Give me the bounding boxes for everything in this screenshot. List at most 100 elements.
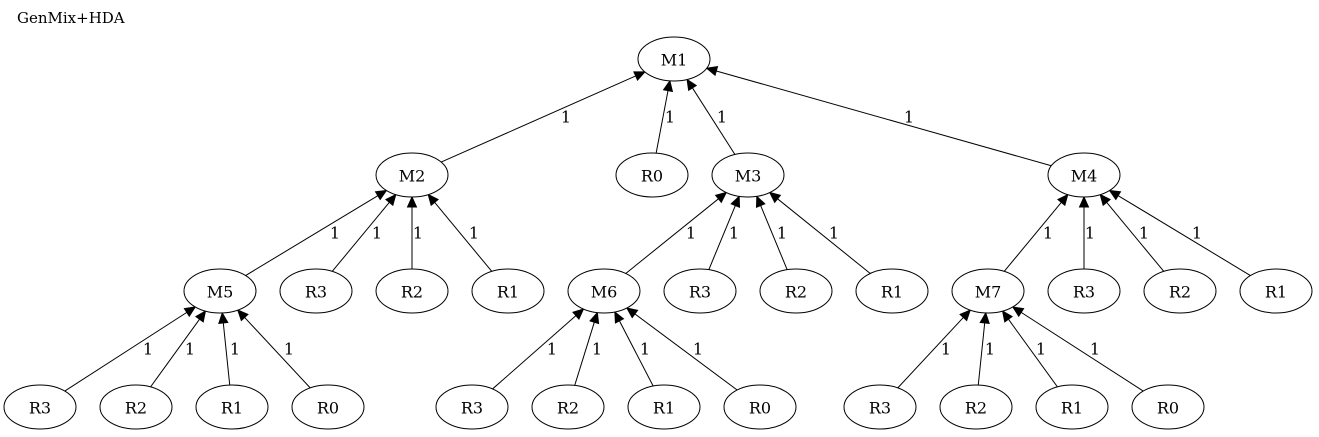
arrowhead-icon xyxy=(236,309,249,322)
edge-weight-label: 1 xyxy=(143,340,153,359)
edge-weight-label: 1 xyxy=(640,340,650,359)
node-ellipse xyxy=(1047,268,1121,314)
edge-r1_m3-to-m3: 1 xyxy=(768,191,871,274)
edge-m2-to-m1: 1 xyxy=(440,71,646,163)
node-ellipse xyxy=(627,384,701,430)
edge-r2_m6-to-m6: 1 xyxy=(574,311,602,386)
node-r1_m6: R1 xyxy=(627,384,701,430)
node-label: R1 xyxy=(881,283,903,302)
edge-r3_m3-to-m3: 1 xyxy=(708,195,741,270)
edge-weight-label: 1 xyxy=(941,340,951,359)
edge-r1_m4-to-m4: 1 xyxy=(1108,189,1251,276)
arrowhead-icon xyxy=(589,311,600,325)
node-ellipse xyxy=(375,152,449,198)
node-label: R1 xyxy=(653,399,675,418)
edge-weight-label: 1 xyxy=(985,340,995,359)
edge-line xyxy=(692,87,736,155)
node-label: R2 xyxy=(785,283,807,302)
edge-m6-to-m3: 1 xyxy=(625,191,728,274)
arrowhead-icon xyxy=(662,79,674,93)
node-label: R0 xyxy=(749,399,771,418)
node-ellipse xyxy=(195,384,269,430)
node-r2_m5: R2 xyxy=(99,384,173,430)
node-m5: M5 xyxy=(183,268,257,314)
edge-line xyxy=(1020,311,1144,392)
arrowhead-icon xyxy=(625,307,639,319)
edge-line xyxy=(760,205,788,270)
edge-weight-label: 1 xyxy=(469,224,479,243)
node-m2: M2 xyxy=(375,152,449,198)
edge-weight-label: 1 xyxy=(693,340,703,359)
node-ellipse xyxy=(531,384,605,430)
arrowhead-icon xyxy=(384,193,397,207)
arrowhead-icon xyxy=(705,66,719,77)
arrowhead-icon xyxy=(218,311,229,324)
node-r1_m3: R1 xyxy=(855,268,929,314)
edge-weight-label: 1 xyxy=(330,224,340,243)
node-ellipse xyxy=(3,384,77,430)
edge-r1_m2-to-m2: 1 xyxy=(427,193,493,272)
node-label: R2 xyxy=(965,399,987,418)
node-m4: M4 xyxy=(1047,152,1121,198)
node-ellipse xyxy=(375,268,449,314)
node-label: R0 xyxy=(1157,399,1179,418)
edge-weight-label: 1 xyxy=(665,108,675,127)
node-r1_m7: R1 xyxy=(1035,384,1109,430)
arrowhead-icon xyxy=(633,71,646,81)
edge-line xyxy=(64,311,188,392)
edge-line xyxy=(244,317,311,389)
node-m3: M3 xyxy=(711,152,785,198)
arrowhead-icon xyxy=(755,195,766,209)
edge-r0_m1-to-m1: 1 xyxy=(655,79,675,154)
node-r2_m7: R2 xyxy=(939,384,1013,430)
arrowhead-icon xyxy=(1011,306,1025,318)
edge-weight-label: 1 xyxy=(561,108,571,127)
edge-line xyxy=(977,322,986,386)
edge-r2_m2-to-m2: 1 xyxy=(406,195,423,269)
node-ellipse xyxy=(567,268,641,314)
edge-r1_m6-to-m6: 1 xyxy=(614,310,654,387)
node-label: R1 xyxy=(1265,283,1287,302)
edge-line xyxy=(1106,202,1165,272)
edge-r3_m4-to-m4: 1 xyxy=(1078,195,1095,269)
node-r3_m7: R3 xyxy=(843,384,917,430)
node-label: R3 xyxy=(29,399,51,418)
edge-r2_m7-to-m7: 1 xyxy=(977,311,995,386)
node-label: M3 xyxy=(735,167,762,186)
edge-line xyxy=(434,202,493,272)
edge-r1_m7-to-m7: 1 xyxy=(1001,310,1058,388)
node-label: R0 xyxy=(317,399,339,418)
edge-m5-to-m2: 1 xyxy=(245,189,388,276)
node-r0_m6: R0 xyxy=(723,384,797,430)
node-ellipse xyxy=(663,268,737,314)
arrowhead-icon xyxy=(1056,193,1069,207)
node-label: R2 xyxy=(1169,283,1191,302)
arrowhead-icon xyxy=(959,309,972,322)
edge-weight-label: 1 xyxy=(729,224,739,243)
edge-line xyxy=(897,317,964,389)
node-ellipse xyxy=(843,384,917,430)
node-m1: M1 xyxy=(637,36,711,82)
node-ellipse xyxy=(951,268,1025,314)
arrowhead-icon xyxy=(374,189,388,201)
edge-r2_m5-to-m5: 1 xyxy=(150,310,207,388)
node-r3_m2: R3 xyxy=(279,268,353,314)
node-label: R3 xyxy=(461,399,483,418)
edge-r1_m5-to-m5: 1 xyxy=(218,311,240,386)
edge-line xyxy=(655,90,669,154)
edge-line xyxy=(331,202,390,272)
arrowhead-icon xyxy=(195,310,207,323)
edge-weight-label: 1 xyxy=(1036,340,1046,359)
node-label: M5 xyxy=(207,283,234,302)
edge-m3-to-m1: 1 xyxy=(686,78,736,155)
node-r1_m2: R1 xyxy=(471,268,545,314)
arrowhead-icon xyxy=(572,308,585,320)
node-r0_m1: R0 xyxy=(615,152,689,198)
node-label: M1 xyxy=(661,51,688,70)
arrowhead-icon xyxy=(1078,195,1090,208)
edge-weight-label: 1 xyxy=(1085,224,1095,243)
node-r1_m4: R1 xyxy=(1239,268,1313,314)
edge-weight-label: 1 xyxy=(904,108,914,127)
